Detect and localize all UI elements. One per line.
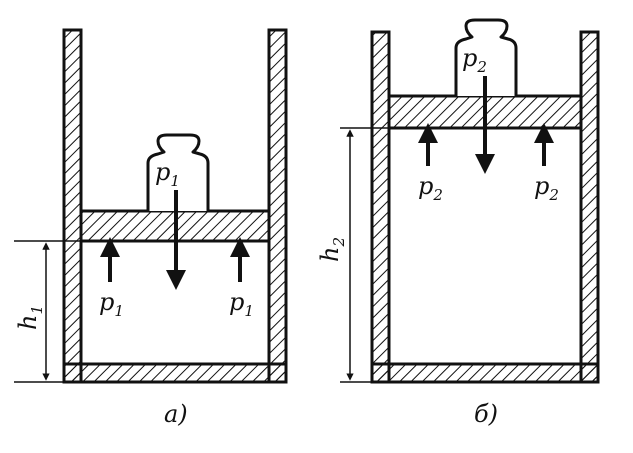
cylinder-b-left-wall xyxy=(370,30,391,384)
cylinder-a-weight xyxy=(146,133,210,211)
cylinder-a-caption: а) xyxy=(164,400,188,428)
cylinder-a-left-wall xyxy=(62,28,83,384)
cylinder-a-bottom xyxy=(62,362,288,384)
cylinder-a-weight-label: p1 xyxy=(155,158,180,190)
cylinder-b-weight-label: p2 xyxy=(462,44,487,76)
cylinder-a-pressure-left-label: p1 xyxy=(99,288,124,320)
cylinder-b-pressure-right-label: p2 xyxy=(534,172,559,204)
cylinder-b-height-label: h2 xyxy=(316,237,348,262)
cylinder-a-pressure-right-label: p1 xyxy=(229,288,254,320)
cylinder-a-height-label: h1 xyxy=(14,305,46,330)
cylinder-a: p1 p1 p1 h1 а) xyxy=(14,28,288,428)
cylinder-b: p2 p2 p2 h2 б) xyxy=(316,18,600,428)
cylinder-b-pressure-left-label: p2 xyxy=(418,172,443,204)
cylinder-b-right-wall xyxy=(579,30,600,384)
cylinder-b-weight xyxy=(454,18,518,96)
cylinder-b-bottom xyxy=(370,362,600,384)
cylinder-a-right-wall xyxy=(267,28,288,384)
cylinder-b-caption: б) xyxy=(474,400,498,428)
